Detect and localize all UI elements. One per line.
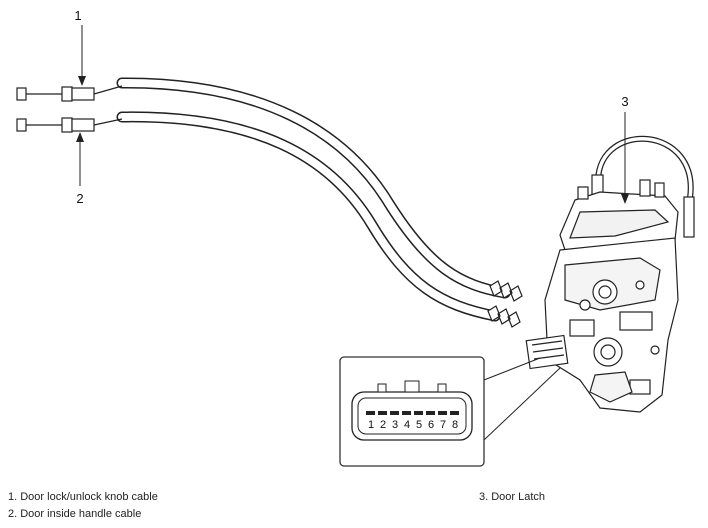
pin-label: 2 <box>380 419 386 431</box>
pin-label: 4 <box>404 419 410 431</box>
pin-slot <box>450 411 459 415</box>
pin-label: 5 <box>416 419 422 431</box>
connector-pin-slots <box>366 411 459 415</box>
pin-label: 1 <box>368 419 374 431</box>
legend-item-1: 1. Door lock/unlock knob cable <box>8 491 158 503</box>
pin-label: 7 <box>440 419 446 431</box>
pin-slot <box>390 411 399 415</box>
callout-1: 1 <box>74 8 86 86</box>
callout-2: 2 <box>76 132 84 206</box>
door-latch <box>525 135 695 413</box>
callout-number: 2 <box>76 191 83 206</box>
callout-3: 3 <box>621 94 629 204</box>
connector-detail: 1 2 3 4 5 6 7 8 <box>339 356 561 467</box>
legend-item-3: 3. Door Latch <box>479 491 546 503</box>
pin-label: 8 <box>452 419 458 431</box>
pin-slot <box>402 411 411 415</box>
callout-number: 1 <box>74 8 81 23</box>
pin-slot <box>366 411 375 415</box>
pin-slot <box>426 411 435 415</box>
knob-cable <box>16 77 523 302</box>
handle-cable <box>16 111 521 328</box>
legend-item-2: 2. Door inside handle cable <box>8 508 142 520</box>
legend-right: 3. Door Latch <box>479 489 545 506</box>
callout-number: 3 <box>621 94 628 109</box>
pin-label: 3 <box>392 419 398 431</box>
pin-slot <box>414 411 423 415</box>
pin-slot <box>438 411 447 415</box>
pin-label: 6 <box>428 419 434 431</box>
pin-slot <box>378 411 387 415</box>
legend-left: 1. Door lock/unlock knob cable 2. Door i… <box>8 489 158 523</box>
